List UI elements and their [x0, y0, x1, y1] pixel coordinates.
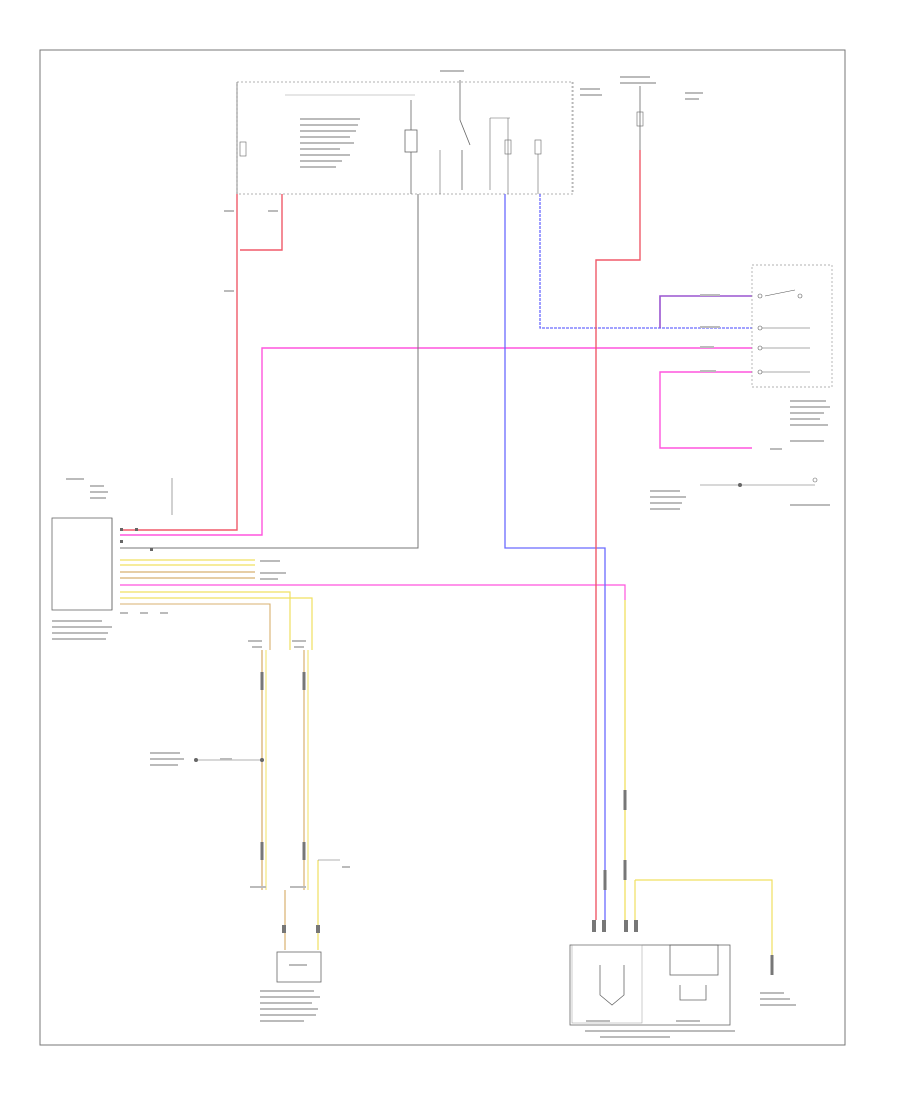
- electronic-control-module: [51, 478, 173, 640]
- steering-column-switch: [700, 264, 833, 450]
- diagram-frame: [39, 49, 846, 1046]
- lower-left-wires: [150, 640, 350, 950]
- control-module-bottom: [569, 920, 735, 1038]
- gray-wire: [120, 194, 419, 549]
- ground-point: [650, 477, 830, 510]
- pink-wires: [120, 347, 752, 600]
- hot-at-all-times-fuse: [620, 76, 703, 150]
- red-wire-left: [120, 194, 283, 531]
- blue-wires: [504, 194, 752, 920]
- fuse-relay-box: [236, 70, 602, 195]
- red-wire-right: [595, 150, 641, 920]
- right-bottom-wires: [603, 600, 796, 1006]
- ecu-connector-pins: [120, 528, 313, 650]
- motor-unit: [260, 925, 322, 1022]
